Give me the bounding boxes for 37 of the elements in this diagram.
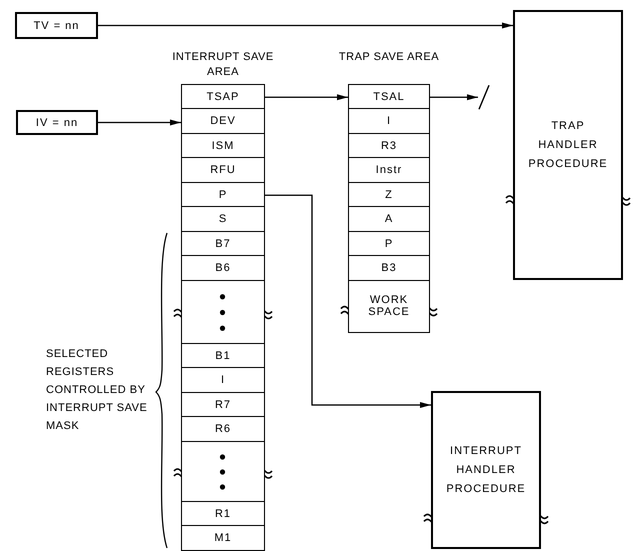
register-cell: ISM <box>181 132 265 158</box>
arrow <box>265 194 431 408</box>
cut-off-arrow <box>430 84 490 110</box>
arrow <box>265 94 348 100</box>
area-heading: TRAP SAVE AREA <box>338 50 440 65</box>
register-cell: TSAL <box>348 84 430 110</box>
register-cell: P <box>348 230 430 256</box>
register-cell: B7 <box>181 230 265 256</box>
area-heading: INTERRUPT SAVE AREA <box>171 50 275 80</box>
procedure-box: INTERRUPT HANDLER PROCEDURE <box>431 391 541 549</box>
procedure-box: TRAP HANDLER PROCEDURE <box>513 10 623 280</box>
register-cell: WORK SPACE <box>348 280 430 333</box>
register-cell: A <box>348 206 430 232</box>
register-cell: R6 <box>181 416 265 442</box>
register-cell: I <box>181 367 265 393</box>
register-cell: B6 <box>181 255 265 281</box>
arrow <box>98 120 181 126</box>
register-cell: M1 <box>181 525 265 551</box>
register-cell: I <box>348 108 430 134</box>
vector-box: IV = nn <box>16 110 98 135</box>
register-cell: RFU <box>181 157 265 183</box>
register-cell: P <box>181 182 265 208</box>
register-cell: R3 <box>348 132 430 158</box>
register-cell: TSAP <box>181 84 265 110</box>
arrow <box>98 22 513 28</box>
register-cell: Instr <box>348 157 430 183</box>
continuation-cell <box>181 440 265 502</box>
register-cell: R1 <box>181 500 265 526</box>
register-cell: DEV <box>181 108 265 134</box>
register-cell: S <box>181 206 265 232</box>
register-cell: B1 <box>181 342 265 368</box>
register-cell: R7 <box>181 392 265 418</box>
note-text: SELECTED REGISTERS CONTROLLED BY INTERRUPT SAVE MASK <box>46 347 148 434</box>
vector-box: TV = nn <box>15 12 98 39</box>
register-cell: Z <box>348 182 430 208</box>
continuation-cell <box>181 280 265 344</box>
register-cell: B3 <box>348 255 430 281</box>
